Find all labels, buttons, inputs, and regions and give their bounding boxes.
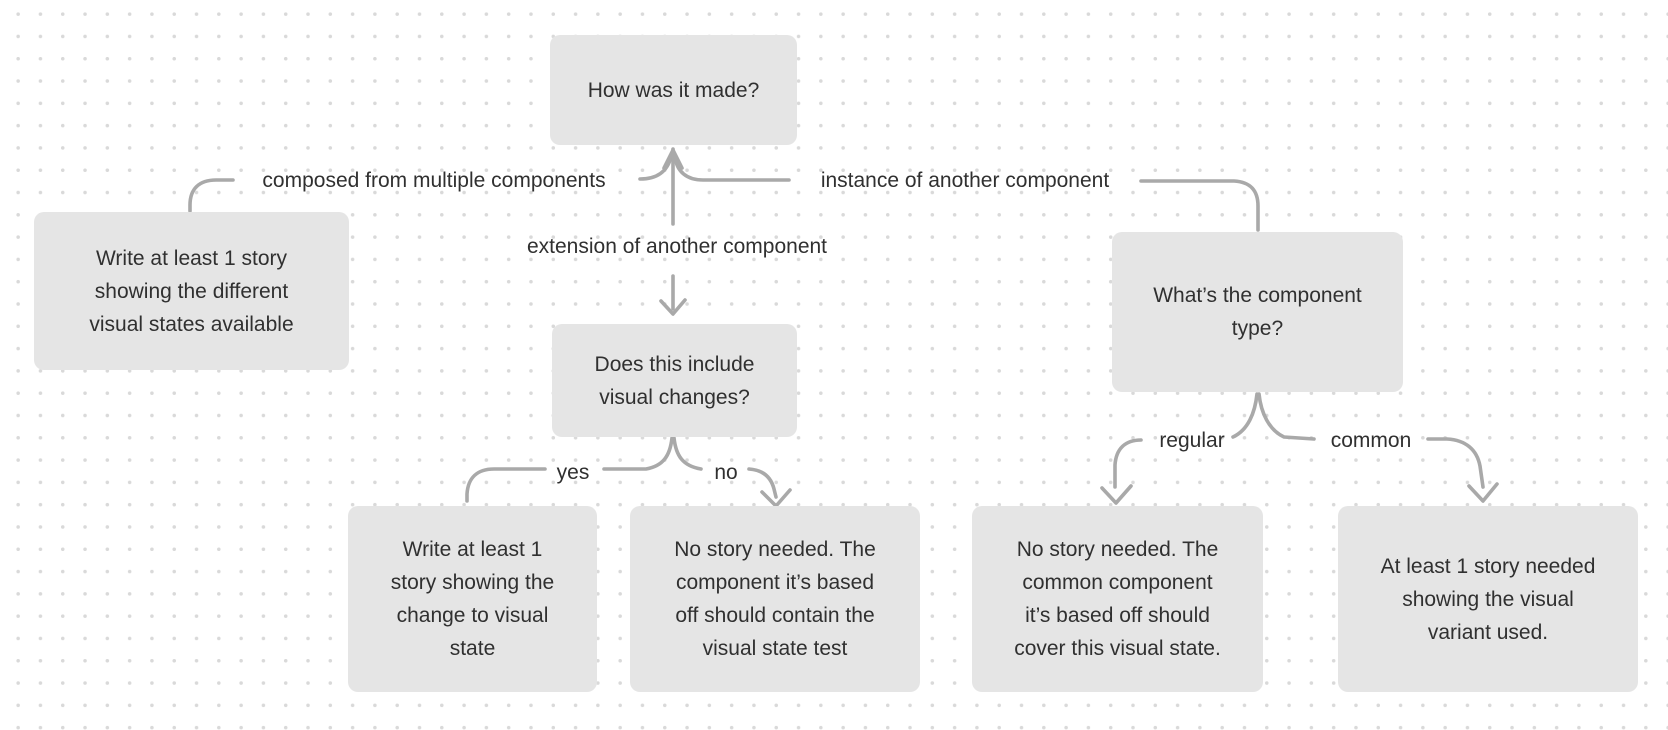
root-arrowhead-up-icon [662,148,684,170]
connector-fork-yes-arm[interactable] [602,436,674,471]
connector-fork-regular-arm[interactable] [1231,392,1259,439]
node-change-story[interactable]: Write at least 1 story showing the chang… [348,506,597,692]
node-no-story-common-text: No story needed. The common component it… [1014,538,1221,660]
common-arrowhead-down-icon [1467,482,1499,503]
edge-label-yes[interactable]: yes [556,461,590,484]
node-no-story-common[interactable]: No story needed. The common component it… [972,506,1263,692]
connector-common-to-variant-story[interactable] [1426,437,1485,489]
node-how-was-it-made[interactable]: How was it made? [550,35,797,145]
connector-composed-to-root[interactable] [638,155,673,181]
regular-arrowhead-down-icon [1100,484,1133,505]
edge-label-extension[interactable]: extension of another component [526,235,828,258]
node-no-story-component-text: No story needed. The component it’s base… [674,538,876,660]
edge-label-no[interactable]: no [714,461,738,484]
extension-arrowhead-down-icon [659,298,687,316]
node-variant-story-text: At least 1 story needed showing the visu… [1380,554,1596,644]
connector-yes-to-change-story[interactable] [465,467,547,503]
connector-instance-to-component-type[interactable] [1139,179,1260,232]
node-component-type-question[interactable]: What’s the component type? [1112,232,1403,392]
connector-fork-common-arm[interactable] [1257,392,1316,441]
node-change-story-text: Write at least 1 story showing the chang… [390,538,555,660]
edge-label-common[interactable]: common [1330,429,1412,452]
node-visual-states-story[interactable]: Write at least 1 story showing the diffe… [34,212,349,370]
edge-label-regular[interactable]: regular [1159,429,1225,452]
node-variant-story[interactable]: At least 1 story needed showing the visu… [1338,506,1638,692]
node-visual-changes-question-text: Does this include visual changes? [594,352,755,409]
edge-label-instance[interactable]: instance of another component [820,169,1110,192]
node-visual-states-story-text: Write at least 1 story showing the diffe… [89,246,294,336]
connector-regular-to-no-story-common[interactable] [1113,438,1143,489]
connector-fork-no-arm[interactable] [672,436,703,471]
connector-composed-to-visual-states[interactable] [188,178,235,213]
connector-instance-to-root[interactable] [673,155,791,182]
node-component-type-question-text: What’s the component type? [1153,284,1362,340]
node-no-story-component[interactable]: No story needed. The component it’s base… [630,506,920,692]
connector-no-to-no-story[interactable] [747,467,778,499]
node-how-was-it-made-text: How was it made? [587,78,760,102]
node-visual-changes-question[interactable]: Does this include visual changes? [552,324,797,437]
edge-label-composed[interactable]: composed from multiple components [262,169,606,192]
